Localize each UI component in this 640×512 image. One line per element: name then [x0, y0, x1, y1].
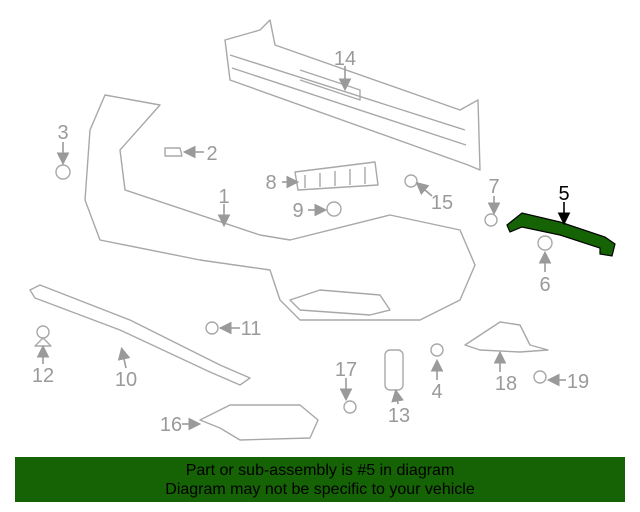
callout-10[interactable]: 10	[115, 369, 137, 391]
part-1-bumper-cover[interactable]	[84, 94, 476, 321]
part-5-spacer-highlighted[interactable]	[506, 212, 616, 257]
callout-1[interactable]: 1	[218, 186, 229, 208]
callout-17[interactable]: 17	[335, 359, 357, 381]
callout-5[interactable]: 5	[558, 183, 569, 205]
part-8-bracket[interactable]	[294, 161, 379, 191]
callout-11[interactable]: 11	[241, 318, 262, 340]
callout-9[interactable]: 9	[292, 200, 303, 222]
callout-12[interactable]: 12	[32, 365, 54, 387]
part-10-lower-garnish[interactable]	[29, 284, 251, 386]
callout-19[interactable]: 19	[567, 371, 589, 393]
info-banner: Part or sub-assembly is #5 in diagram Di…	[15, 457, 625, 502]
part-16-fog-garnish[interactable]	[199, 404, 319, 441]
banner-line-disclaimer: Diagram may not be specific to your vehi…	[165, 481, 475, 498]
callout-labels: 1 2 3 4 5 6 7 8 9 10 11 12 13 14 15 16 1…	[32, 48, 589, 436]
part-18-side-bracket[interactable]	[464, 321, 549, 353]
callout-7[interactable]: 7	[488, 176, 499, 198]
leader-arrows	[36, 66, 571, 431]
callout-15[interactable]: 15	[431, 192, 453, 214]
part-13-reflector[interactable]	[384, 349, 404, 391]
callout-8[interactable]: 8	[265, 172, 276, 194]
callout-16[interactable]: 16	[160, 414, 182, 436]
fasteners	[34, 147, 553, 414]
callout-14[interactable]: 14	[334, 48, 356, 70]
callout-6[interactable]: 6	[539, 274, 550, 296]
banner-line-part-number: Part or sub-assembly is #5 in diagram	[185, 462, 455, 479]
callout-18[interactable]: 18	[495, 373, 517, 395]
part-14-bumper-reinforcement[interactable]	[224, 19, 481, 171]
callout-13[interactable]: 13	[388, 405, 410, 427]
callout-4[interactable]: 4	[431, 381, 442, 403]
callout-3[interactable]: 3	[57, 122, 68, 144]
callout-2[interactable]: 2	[206, 143, 217, 165]
